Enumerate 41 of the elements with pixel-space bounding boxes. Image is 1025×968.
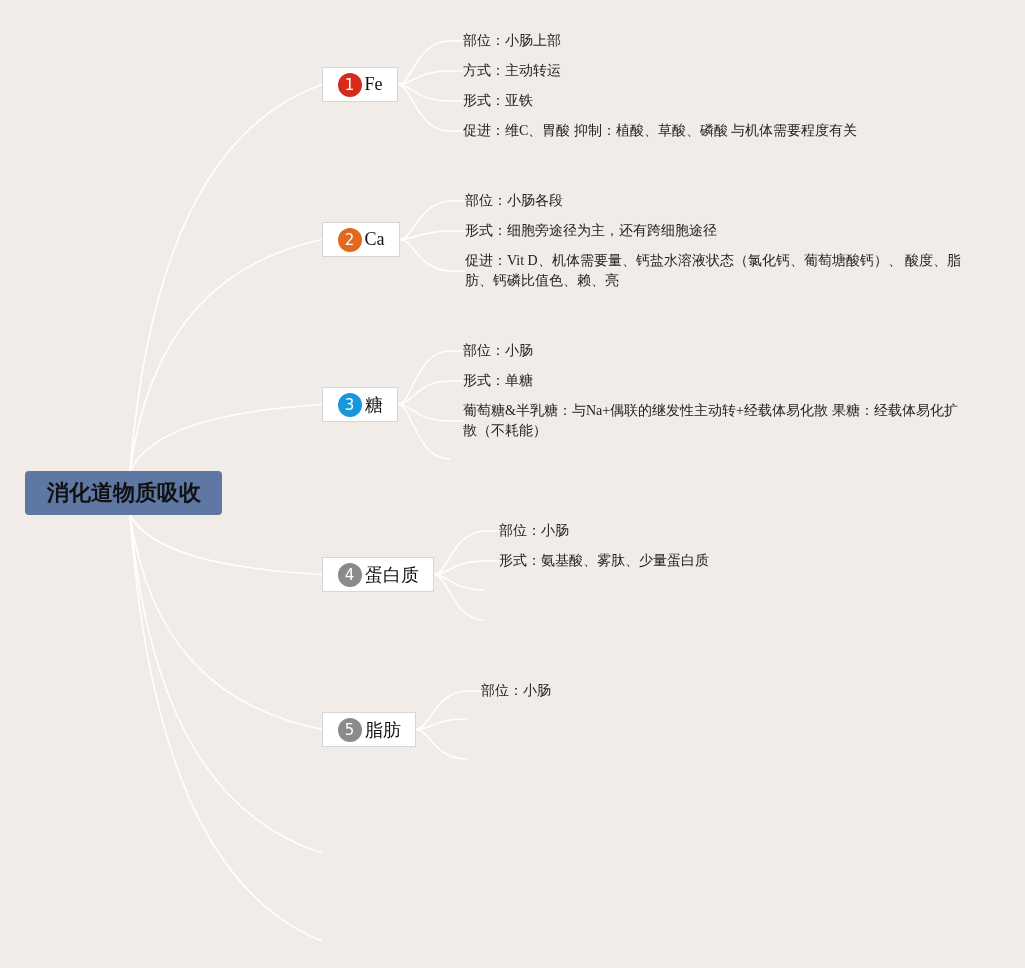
- topic-label: Ca: [364, 229, 385, 250]
- topic-label: Fe: [364, 74, 383, 95]
- topic-box: [322, 387, 398, 422]
- subtopic-text: 部位：小肠: [463, 341, 533, 361]
- subtopic-text: 形式：亚铁: [463, 91, 533, 111]
- branch-line: [397, 83, 464, 132]
- topic-label: 蛋白质: [364, 563, 419, 587]
- subtopic-text: 部位：小肠各段: [465, 191, 563, 211]
- branch-line: [397, 403, 451, 460]
- subtopic-text: 方式：主动转运: [463, 61, 561, 81]
- number-badge: 1: [337, 72, 362, 97]
- branch-line: [399, 200, 466, 241]
- subtopic-text: 形式：单糖: [463, 371, 533, 391]
- number-badge: 3: [337, 392, 362, 417]
- subtopic-text: 促进：维C、胃酸 抑制：植酸、草酸、磷酸 与机体需要程度有关: [463, 121, 858, 141]
- branch-line: [415, 728, 468, 760]
- subtopic-text: 促进：Vit D、机体需要量、钙盐水溶液状态（氯化钙、葡萄塘酸钙）、 酸度、脂肪、钙磷比值色、赖、亮: [465, 251, 965, 291]
- number-badge: 2: [337, 227, 362, 252]
- topic-box: [322, 557, 434, 592]
- subtopic-text: 部位：小肠上部: [463, 31, 561, 51]
- branch-line: [433, 530, 500, 576]
- number-badge: 4: [337, 562, 362, 587]
- topic-label: 糖: [364, 393, 383, 417]
- topic-label: 脂肪: [364, 718, 401, 742]
- subtopic-text: 形式：细胞旁途径为主，还有跨细胞途径: [465, 221, 717, 241]
- topic-box: [322, 222, 400, 257]
- number-badge: 5: [337, 717, 362, 742]
- subtopic-text: 形式：氨基酸、雾肽、少量蛋白质: [499, 551, 709, 571]
- branch-line: [399, 238, 466, 272]
- branch-line: [129, 514, 323, 576]
- subtopic-text: 葡萄糖&半乳糖：与Na+偶联的继发性主动转+经载体易化散 果糖：经载体易化扩散（不耗能）: [463, 401, 963, 441]
- topic-box: [322, 67, 398, 102]
- branch-line: [129, 83, 323, 472]
- subtopic-text: 部位：小肠: [499, 521, 569, 541]
- branch-line: [433, 573, 486, 621]
- branch-line: [129, 403, 323, 472]
- topic-box: [322, 712, 416, 747]
- root-topic-box: 消化道物质吸收: [25, 471, 222, 515]
- branch-line: [397, 40, 464, 86]
- branch-line: [415, 690, 482, 731]
- subtopic-text: 部位：小肠: [481, 681, 551, 701]
